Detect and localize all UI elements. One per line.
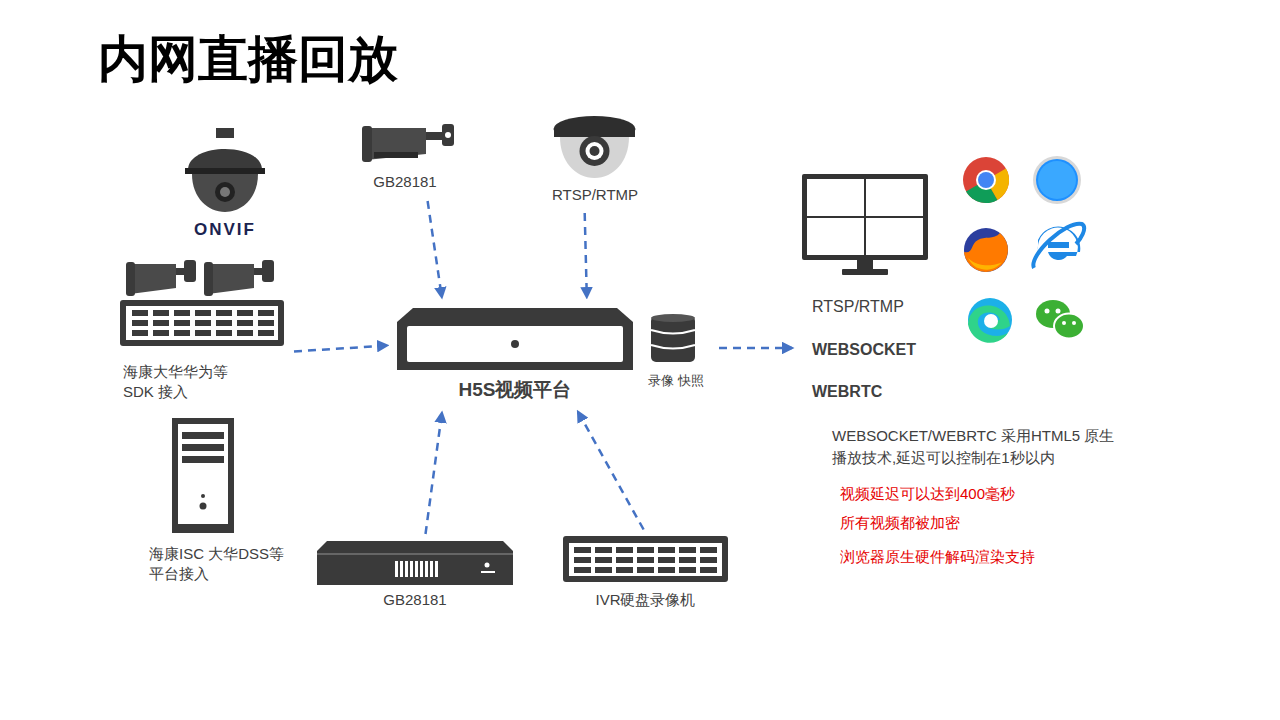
box-icon [397, 308, 633, 370]
device-node: GB28181 [350, 122, 460, 197]
nvr-icon [118, 260, 286, 348]
device-node: 录像 快照 [643, 310, 715, 392]
dashed-arrow [426, 413, 442, 534]
feature-note: 所有视频都被加密 [840, 512, 1100, 534]
device-node: 海康ISC 大华DSS等 平台接入 [145, 416, 305, 588]
node-label: WEBSOCKET [812, 339, 950, 361]
node-label: 海康大华华为等SDK 接入 [123, 362, 258, 403]
node-label: 海康ISC 大华DSS等 平台接入 [149, 544, 297, 585]
page-title: 内网直播回放 [98, 26, 398, 93]
dashed-arrow [578, 412, 644, 530]
node-label: GB28181 [350, 172, 460, 192]
bullet-icon [360, 122, 455, 167]
node-label: RTSP/RTMP [812, 296, 950, 318]
node-label: IVR硬盘录像机 [558, 590, 733, 610]
dashed-arrow [719, 347, 792, 350]
gbbox-icon [317, 541, 513, 585]
ivr-icon [563, 536, 728, 582]
browser-icons [963, 156, 1084, 343]
feature-note: 浏览器原生硬件解码渲染支持 [840, 546, 1100, 568]
feature-note: 视频延迟可以达到400毫秒 [840, 483, 1100, 505]
dashed-arrow [428, 201, 442, 297]
device-node: H5S视频平台录像 快照 [395, 305, 715, 405]
node-label: GB28181 [315, 590, 515, 610]
node-label: RTSP/RTMP [530, 185, 660, 205]
device-node: ONVIF [170, 125, 280, 244]
device-node: RTSP/RTMP WEBSOCKET WEBRTC [800, 172, 950, 407]
dashed-arrow [585, 213, 587, 297]
device-node: GB28181 [315, 538, 515, 614]
monitor-icon [802, 174, 928, 277]
dashed-arrow [294, 346, 387, 352]
ptz-icon [182, 128, 268, 213]
description-note: WEBSOCKET/WEBRTC 采用HTML5 原生播放技术,延迟可以控制在1… [832, 425, 1128, 469]
node-label: ONVIF [170, 219, 280, 242]
device-node: IVR硬盘录像机 [558, 533, 733, 613]
db-icon [649, 312, 697, 364]
dome-icon [552, 115, 637, 180]
node-label: H5S视频平台 [395, 377, 635, 403]
node-label: 录像 快照 [643, 372, 709, 390]
node-label: WEBRTC [812, 381, 950, 403]
tower-icon [172, 418, 234, 533]
device-node: RTSP/RTMP [530, 112, 660, 209]
device-node: 海康大华华为等SDK 接入 [115, 258, 290, 405]
